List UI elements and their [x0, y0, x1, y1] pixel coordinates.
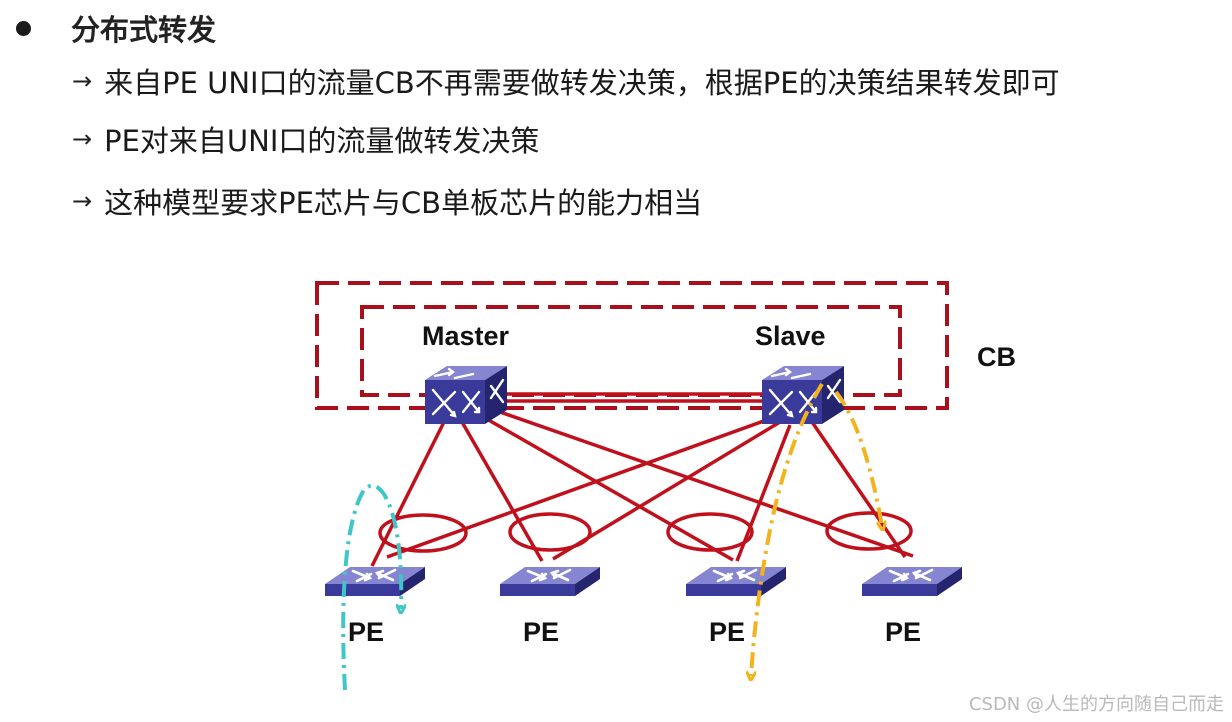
pe-switch-icon [860, 565, 964, 598]
pe-label: PE [885, 617, 921, 647]
arrow-icon: → [72, 125, 93, 153]
bullet-dot [16, 20, 31, 36]
point-3-text: 这种模型要求PE芯片与CB单板芯片的能力相当 [104, 186, 703, 220]
point-1-text: 来自PE UNI口的流量CB不再需要做转发决策，根据PE的决策结果转发即可 [104, 66, 1060, 100]
slave-label: Slave [755, 321, 826, 351]
point-3: → 这种模型要求PE芯片与CB单板芯片的能力相当 [72, 180, 702, 222]
cb-dashed-box-outer [315, 281, 949, 410]
pe-switch-icon [498, 565, 602, 598]
point-2-text: PE对来自UNI口的流量做转发决策 [104, 124, 540, 158]
point-1: → 来自PE UNI口的流量CB不再需要做转发决策，根据PE的决策结果转发即可 [72, 60, 1060, 102]
slave-switch-icon [760, 364, 846, 426]
cyan-flow-path [341, 483, 401, 691]
watermark: CSDN @人生的方向随自己而走 [968, 694, 1224, 715]
arrow-icon: → [72, 187, 93, 215]
pe-label: PE [523, 617, 559, 647]
red-links [370, 392, 914, 567]
section-title: 分布式转发 [71, 13, 217, 47]
master-label: Master [422, 321, 510, 351]
pe-label: PE [348, 617, 384, 647]
cb-dashed-box-inner [360, 305, 902, 397]
point-2: → PE对来自UNI口的流量做转发决策 [72, 118, 539, 160]
pe-switch-icon [684, 565, 788, 598]
master-switch-icon [423, 364, 509, 426]
pe-switch-icon [323, 565, 427, 598]
yellow-flow-path-side [834, 390, 882, 526]
yellow-flow-path-down [751, 382, 824, 676]
pe-label: PE [709, 617, 745, 647]
section-heading: 分布式转发 [14, 6, 216, 50]
arrow-icon: → [72, 67, 93, 95]
cb-label: CB [977, 342, 1016, 372]
